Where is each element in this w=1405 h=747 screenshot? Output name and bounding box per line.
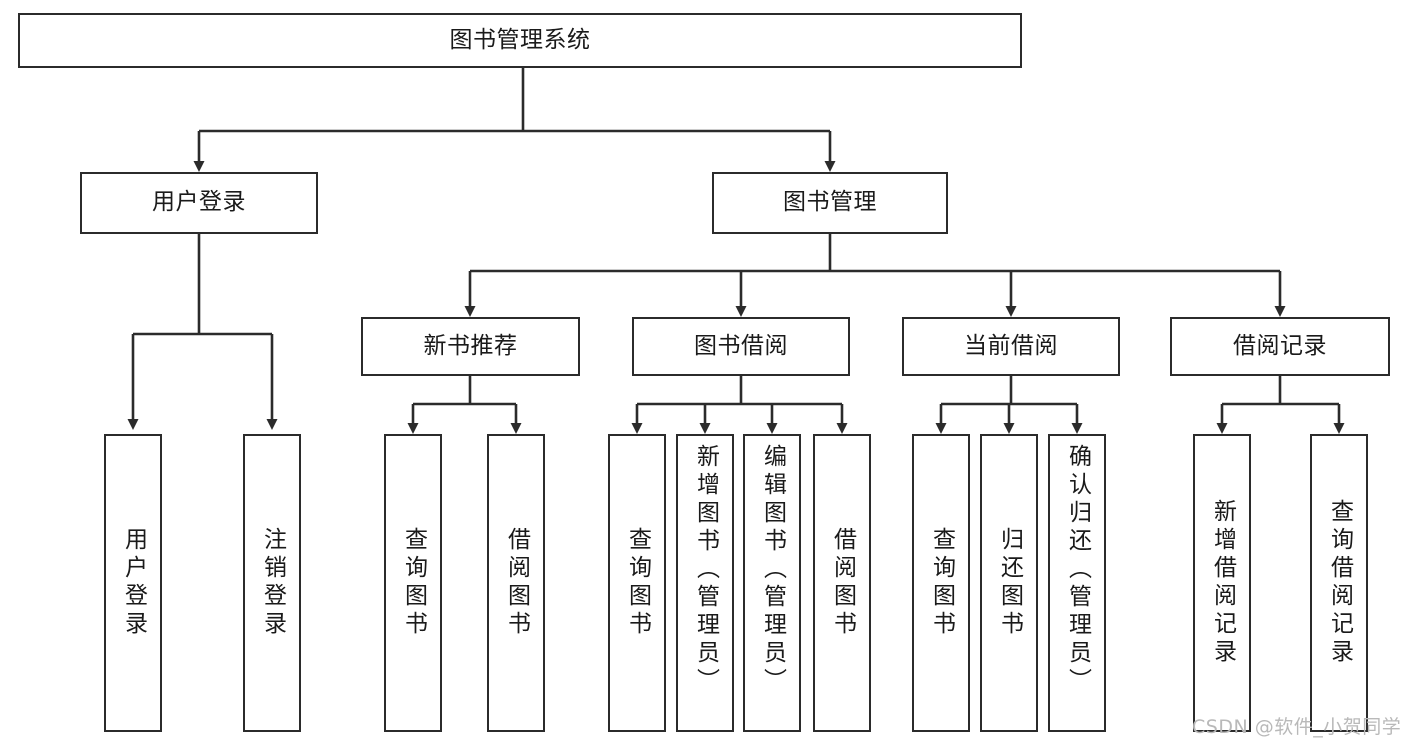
node-current-borrow[interactable]: 当前借阅 <box>902 317 1120 376</box>
leaf-user-logout[interactable]: 注销登录 <box>243 434 301 732</box>
leaf-query-record[interactable]: 查询借阅记录 <box>1310 434 1368 732</box>
node-current-borrow-label: 当前借阅 <box>964 332 1058 359</box>
leaf-query-book-2-label: 查询图书 <box>624 527 651 639</box>
leaf-query-record-label: 查询借阅记录 <box>1326 499 1353 667</box>
leaf-borrow-book-1[interactable]: 借阅图书 <box>487 434 545 732</box>
leaf-add-record-label: 新增借阅记录 <box>1209 499 1236 667</box>
node-book-manage[interactable]: 图书管理 <box>712 172 948 234</box>
node-new-book-recommend[interactable]: 新书推荐 <box>361 317 580 376</box>
leaf-confirm-return[interactable]: 确认归还（管理员） <box>1048 434 1106 732</box>
node-book-borrow-label: 图书借阅 <box>694 332 788 359</box>
node-user-login-label: 用户登录 <box>152 189 246 216</box>
leaf-add-record[interactable]: 新增借阅记录 <box>1193 434 1251 732</box>
leaf-return-book-label: 归还图书 <box>996 527 1023 639</box>
leaf-query-book-3-label: 查询图书 <box>928 527 955 639</box>
leaf-user-login-label: 用户登录 <box>120 527 147 639</box>
leaf-borrow-book-2[interactable]: 借阅图书 <box>813 434 871 732</box>
leaf-query-book-1[interactable]: 查询图书 <box>384 434 442 732</box>
csdn-watermark: CSDN @软件_小贺同学 <box>1192 716 1402 738</box>
node-borrow-record-label: 借阅记录 <box>1233 332 1327 359</box>
leaf-query-book-3[interactable]: 查询图书 <box>912 434 970 732</box>
leaf-edit-book[interactable]: 编辑图书（管理员） <box>743 434 801 732</box>
node-borrow-record[interactable]: 借阅记录 <box>1170 317 1390 376</box>
leaf-borrow-book-1-label: 借阅图书 <box>503 527 530 639</box>
leaf-add-book-label: 新增图书（管理员） <box>692 444 719 696</box>
leaf-user-login[interactable]: 用户登录 <box>104 434 162 732</box>
leaf-return-book[interactable]: 归还图书 <box>980 434 1038 732</box>
node-root-label: 图书管理系统 <box>449 26 591 53</box>
node-root[interactable]: 图书管理系统 <box>18 13 1022 68</box>
leaf-confirm-return-label: 确认归还（管理员） <box>1064 444 1091 696</box>
leaf-borrow-book-2-label: 借阅图书 <box>829 527 856 639</box>
leaf-user-logout-label: 注销登录 <box>259 527 286 639</box>
leaf-query-book-2[interactable]: 查询图书 <box>608 434 666 732</box>
node-user-login[interactable]: 用户登录 <box>80 172 318 234</box>
leaf-query-book-1-label: 查询图书 <box>400 527 427 639</box>
node-book-borrow[interactable]: 图书借阅 <box>632 317 850 376</box>
leaf-edit-book-label: 编辑图书（管理员） <box>759 444 786 696</box>
node-book-manage-label: 图书管理 <box>783 189 877 216</box>
node-new-book-recommend-label: 新书推荐 <box>423 332 518 359</box>
leaf-add-book[interactable]: 新增图书（管理员） <box>676 434 734 732</box>
